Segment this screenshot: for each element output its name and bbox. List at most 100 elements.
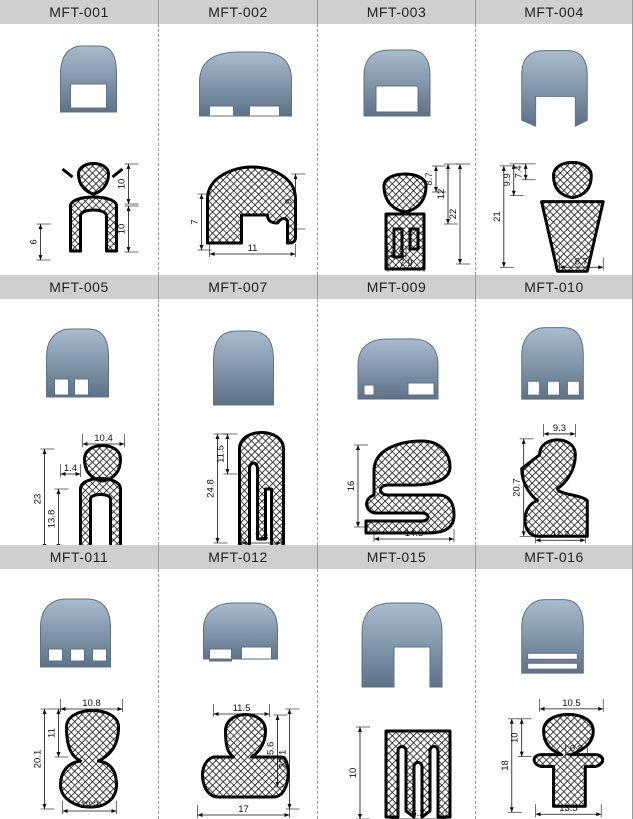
dimension-line: 3.4 xyxy=(387,245,407,259)
dimension-line: 22.1 xyxy=(278,708,300,810)
cross-section-profile xyxy=(206,165,297,245)
cross-section-profile xyxy=(364,439,456,535)
product-render-image xyxy=(213,330,274,406)
cross-section-profile xyxy=(200,713,290,799)
dimension-line: 12.3 xyxy=(62,800,117,814)
cross-section-profile xyxy=(79,444,122,545)
dimension-label: 10 xyxy=(348,768,359,779)
dimension-line: 20.1 xyxy=(33,708,55,810)
dimension-label: 6 xyxy=(29,239,40,244)
product-render-image xyxy=(521,599,584,674)
cross-section-profile xyxy=(532,712,605,808)
dimension-line: 8.7 xyxy=(424,165,446,193)
dimension-line: 10.5 xyxy=(539,697,604,712)
product-render-image xyxy=(357,338,439,400)
dimension-label: 8.7 xyxy=(424,172,435,185)
dimension-line: 7.4 xyxy=(513,163,536,181)
dimension-line: 6.2 xyxy=(389,808,447,819)
dimension-line: 8.7 xyxy=(559,255,604,271)
cross-section-profile xyxy=(520,438,589,538)
dimension-label: 6.2 xyxy=(411,808,424,819)
dimension-label: 12.3 xyxy=(80,800,99,811)
dimension-label: 11.5 xyxy=(233,703,251,714)
dimension-line: 13.8 xyxy=(47,488,69,545)
dimension-line: 10.8 xyxy=(60,698,123,712)
product-cell: 9.3 20.7 11.2 xyxy=(476,299,633,545)
dimension-line: 11.5 xyxy=(213,703,270,717)
cross-section-profile xyxy=(238,431,285,545)
seal-drawing: 9 7 11 xyxy=(190,51,306,257)
dimension-label: 12 xyxy=(436,189,447,200)
dimension-label: 10.8 xyxy=(82,698,101,709)
cross-section-profile xyxy=(540,161,605,273)
product-code-header: MFT-004 xyxy=(476,0,633,24)
seal-drawing: 11.524.87.8 xyxy=(206,330,285,545)
dimension-label: 9.3 xyxy=(553,422,566,433)
dimension-label: 9 xyxy=(284,199,295,204)
dimension-label: 20.1 xyxy=(33,750,44,769)
dimension-label: 22 xyxy=(448,209,459,220)
dimension-label: 21 xyxy=(491,211,502,221)
dimension-label: 13.5 xyxy=(559,802,577,813)
dimension-label: 11 xyxy=(248,243,258,254)
dimension-label: 10 xyxy=(509,732,520,742)
dimension-line: 11 xyxy=(47,708,69,758)
product-cell: 9 7 11 xyxy=(159,24,318,275)
dimension-label: 7 xyxy=(190,219,201,224)
cross-section-profile xyxy=(59,709,120,809)
dimension-label: 20.7 xyxy=(511,478,522,496)
dimension-line: 15.6 xyxy=(266,714,288,788)
dimension-label: 9.9 xyxy=(501,173,512,186)
dimension-line: 7 xyxy=(190,193,212,251)
dimension-label: 10.5 xyxy=(562,697,580,708)
dimension-label: 11 xyxy=(47,728,58,738)
product-code-header: MFT-015 xyxy=(318,545,476,569)
dimension-line: 11 xyxy=(209,243,296,257)
dimension-label: 11.2 xyxy=(552,528,570,539)
seal-drawing: 106.2 xyxy=(348,602,452,819)
cross-section-profile xyxy=(61,162,124,253)
product-code-header: MFT-007 xyxy=(159,275,318,299)
product-code-header: MFT-005 xyxy=(0,275,159,299)
product-render-image xyxy=(40,598,111,668)
dimension-line: 7.8 xyxy=(241,532,282,545)
dimension-line: 23 xyxy=(33,448,55,545)
dimension-label: 13.8 xyxy=(47,510,58,529)
dimension-label: 3.4 xyxy=(390,245,403,256)
dimension-line: 10 xyxy=(117,163,139,205)
dimension-line: 9.3 xyxy=(543,422,576,437)
dimension-label: 22.1 xyxy=(278,750,289,769)
product-render-image xyxy=(46,328,109,398)
cross-section-profile xyxy=(384,729,452,819)
product-code-header: MFT-012 xyxy=(159,545,318,569)
dimension-line: 14.3 xyxy=(373,528,455,542)
seal-drawing: 10.8 11 20.1 12.3 xyxy=(33,598,123,814)
dimension-line: 24.8 xyxy=(206,433,228,544)
dimension-line: 9 xyxy=(284,173,306,230)
dimension-line: 13.5 xyxy=(535,802,602,818)
dimension-line: 17 xyxy=(197,804,290,818)
product-code-header: MFT-003 xyxy=(318,0,476,24)
dimension-line: 1.4 xyxy=(60,463,81,477)
product-code-header: MFT-010 xyxy=(476,275,633,299)
product-render-image xyxy=(361,602,443,688)
product-cell: 10.8 11 20.1 12.3 xyxy=(0,569,159,819)
product-code-header: MFT-009 xyxy=(318,275,476,299)
dimension-line: 9.9 xyxy=(501,163,524,197)
dimension-line: 10 xyxy=(509,718,532,757)
